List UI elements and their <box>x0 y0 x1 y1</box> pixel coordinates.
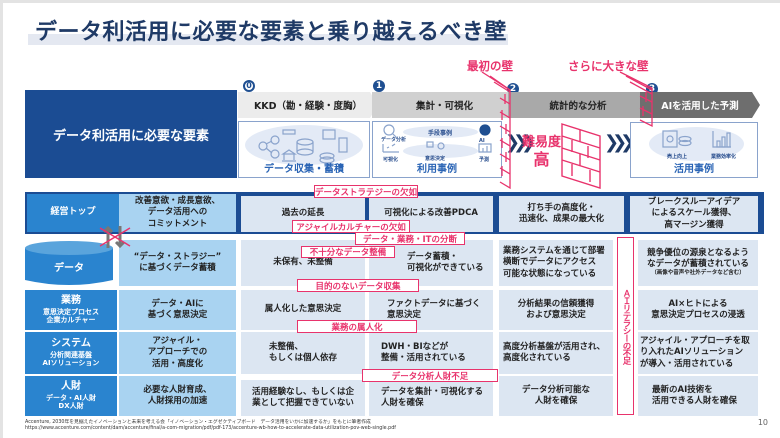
usecase-item-decision: 意思決定 <box>425 156 446 162</box>
practical-use-label: 活用事例 <box>674 164 714 175</box>
footnote-url[interactable]: https://www.accenture.com/content/dam/ac… <box>25 426 396 431</box>
level-talent-3: 最新のAI技術を 活用できる人財を確保 <box>638 376 758 416</box>
barrier-aimless-collection: 目的のないデータ収集 <box>297 279 419 292</box>
wall-label-second: さらに大きな壁 <box>568 59 649 73</box>
barrier-analyst-shortage: データ分析人財不足 <box>362 369 498 382</box>
title-underline <box>28 34 508 45</box>
footnote-source: Accenture, 2030年を見据えたイノベーションと未来を考える会「イノベ… <box>25 420 371 425</box>
broken-link-icon <box>99 226 131 248</box>
difficulty-value: 高 <box>533 149 550 169</box>
goal-data: “データ・ストラジー” に基づくデータ蓄積 <box>119 240 236 286</box>
required-elements-header: データ利活用に必要な要素 <box>25 90 237 178</box>
illustration-oval <box>403 126 478 138</box>
stage-kkd-label: KKD（勘・経験・度胸） <box>253 101 363 112</box>
usecase-illustration: データ分析 手段事例 AI 可視化 意思決定 予測 利用事例 <box>372 121 502 178</box>
level-management-3: ブレークスルーアイデア によるスケール獲得、 高マージン獲得 <box>630 196 758 232</box>
stage-ai-prediction: AIを活用した予測 <box>640 92 760 118</box>
level-data-2: 業務システムを通じて部署 横断でデータにアクセス 可能な状態になっている <box>499 240 613 286</box>
required-elements-label: データ利活用に必要な要素 <box>52 128 209 144</box>
usecase-item-data-analysis: データ分析 <box>381 137 407 143</box>
sales-efficiency-icon <box>662 130 731 148</box>
category-talent-sub: データ・AI人財 DX人財 <box>45 393 97 411</box>
stage-number-0: 0 <box>243 80 255 92</box>
difficulty-high: 難易度 高 <box>522 135 562 169</box>
barrier-insufficient-data: 不十分なデータ整備 <box>301 246 395 258</box>
stage-statistical-label: 統計的な分析 <box>549 101 607 112</box>
usecase-item-prediction: 予測 <box>479 157 490 163</box>
illustration-oval <box>403 144 478 158</box>
brick-wall-second-icon <box>619 71 653 128</box>
stage-aggregate-label: 集計・可視化 <box>415 101 473 112</box>
category-business-sub: 意思決定プロセス 企業カルチャー <box>43 307 99 325</box>
category-business-label: 業務 <box>61 295 81 306</box>
level-system-0: 未整備、 もしくは個人依存 <box>241 332 365 374</box>
usecase-item-examples: 手段事例 <box>428 130 453 137</box>
database-icon <box>25 241 113 285</box>
level-data-3-text: 競争優位の源泉となるよう なデータが蓄積されている <box>647 248 749 270</box>
data-collection-illustration: データ収集・蓄積 <box>238 121 370 178</box>
category-system-label: システム <box>51 338 91 349</box>
page-number: 10 <box>757 418 768 427</box>
level-data-3: 競争優位の源泉となるよう なデータが蓄積されている （画像や音声や社外データなど… <box>638 240 758 286</box>
level-business-2: 分析結果の信頼獲得 および意思決定 <box>499 290 613 330</box>
barrier-ai-literacy-text: ＡＩリテラシーの不足 <box>620 288 631 364</box>
wall-label-first: 最初の壁 <box>467 59 513 73</box>
goal-management: 改善意欲・成長意欲、 データ活用への コミットメント <box>119 194 236 232</box>
usecase-item-ai: AI <box>479 138 485 144</box>
goal-business: データ・AIに 基づく意思決定 <box>119 290 236 330</box>
category-data: データ <box>54 262 84 274</box>
goal-talent: 必要な人財育成、 人財採用の加速 <box>119 376 236 416</box>
brick-wall-first-icon <box>481 71 511 190</box>
level-management-2: 打ち手の高度化・ 迅速化、成果の最大化 <box>499 196 624 232</box>
level-data-3-note: （画像や音声や社外データなど含む） <box>651 270 745 277</box>
category-system: システム 分析関連基盤 AIソリューション <box>25 332 117 374</box>
stage-statistical-analysis: 統計的な分析 <box>508 92 648 118</box>
difficulty-label: 難易度 <box>522 135 562 150</box>
goal-system: アジャイル・ アプローチでの 活用・高度化 <box>119 332 236 374</box>
level-talent-1: データを集計・可視化する 人財を確保 <box>369 380 493 416</box>
level-business-3: AI×ヒトによる 意思決定プロセスの浸透 <box>638 290 758 330</box>
barrier-data-strategy: データストラテジーの欠如 <box>314 185 418 198</box>
level-system-3: アジャイル・アプローチを取 り入れたAIソリューション が導入・活用されている <box>638 332 758 374</box>
barrier-agile-culture: アジャイルカルチャーの欠如 <box>292 220 410 233</box>
category-system-sub: 分析関連基盤 AIソリューション <box>42 350 100 368</box>
category-business: 業務 意思決定プロセス 企業カルチャー <box>25 290 117 330</box>
practical-item-sales: 売上向上 <box>667 154 688 160</box>
usecase-item-visualization: 可視化 <box>383 157 399 163</box>
stage-aggregate-visualize: 集計・可視化 <box>372 92 517 118</box>
category-management-label: 経営トップ <box>50 207 96 218</box>
level-system-1: DWH・BIなどが 整備・活用されている <box>369 332 493 374</box>
stage-number-1: 1 <box>373 80 385 92</box>
stage-kkd: KKD（勘・経験・度胸） <box>238 92 378 118</box>
level-system-2: 高度分析基盤が活用され、 高度化されている <box>499 332 613 374</box>
level-talent-0: 活用経験なし、もしくは企 業として把握できていない <box>241 380 365 416</box>
category-talent-label: 人財 <box>61 381 81 392</box>
slide-title: データ利活用に必要な要素と乗り越えるべき壁 <box>35 14 507 46</box>
data-sources-icon <box>258 129 348 164</box>
brick-wall-large-icon <box>561 123 601 189</box>
chevron-right-icon: ❯❯❯ <box>604 132 635 153</box>
data-collection-label: データ収集・蓄積 <box>264 164 344 175</box>
chevron-right-icon: ❯❯❯ <box>505 132 536 153</box>
barrier-siloed-business: 業務の属人化 <box>297 320 417 333</box>
slide-title-text: データ利活用に必要な要素と乗り越えるべき壁 <box>35 20 507 45</box>
barrier-data-business-it-silo: データ・業務・ITの分断 <box>355 232 465 245</box>
practical-item-efficiency: 業務効率化 <box>711 154 737 160</box>
category-management: 経営トップ <box>27 194 119 232</box>
barrier-ai-literacy: ＡＩリテラシーの不足 <box>617 237 634 415</box>
category-talent: 人財 データ・AI人財 DX人財 <box>25 376 117 416</box>
stage-ai-label: AIを活用した予測 <box>661 101 739 112</box>
usecase-label: 利用事例 <box>417 164 457 175</box>
usecase-icons <box>382 124 492 153</box>
practical-use-illustration: 売上向上 業務効率化 活用事例 <box>630 122 758 178</box>
level-talent-2: データ分析可能な 人財を確保 <box>499 376 613 416</box>
